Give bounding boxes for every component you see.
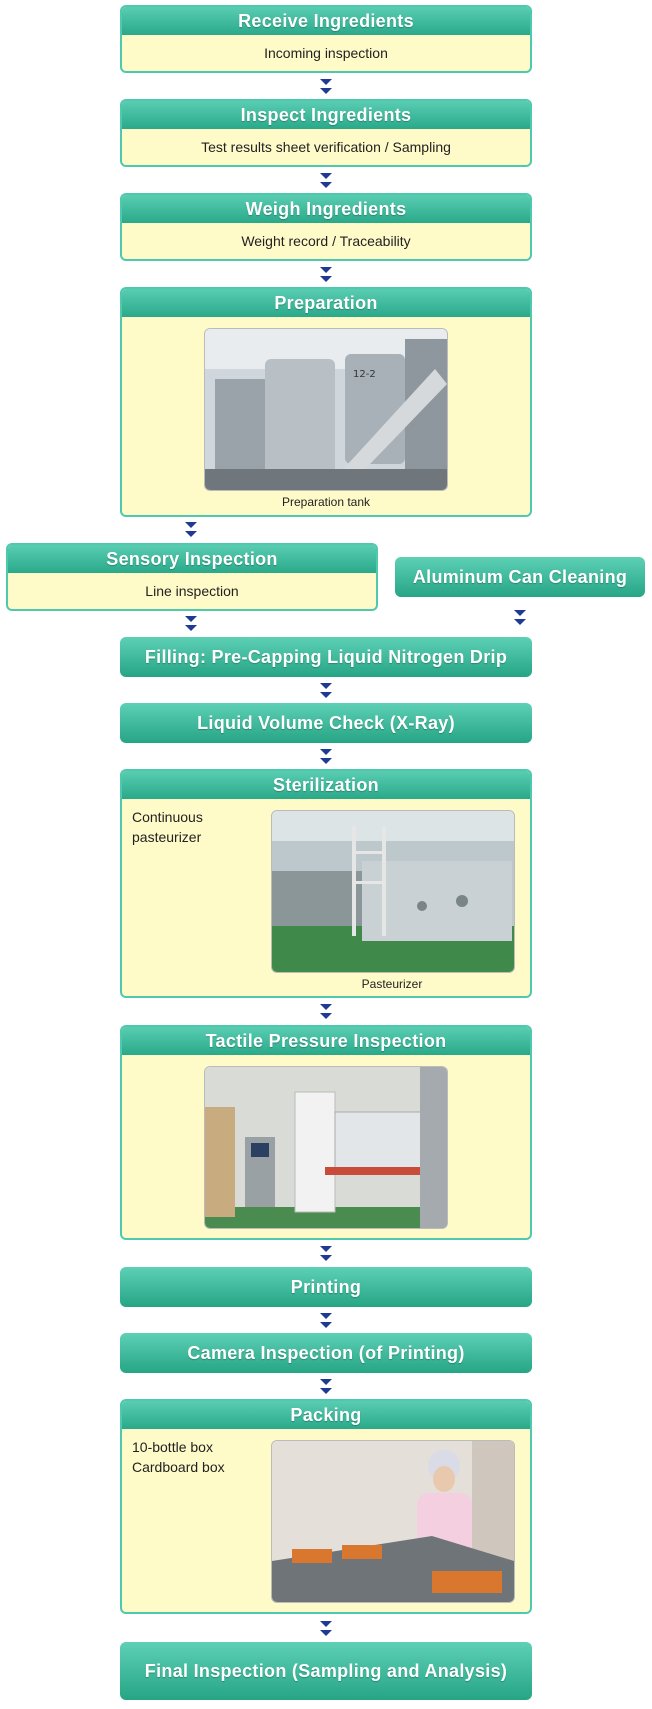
note-line: Continuous xyxy=(132,809,203,825)
step-title: Sensory Inspection xyxy=(8,545,376,573)
step-camera-inspection: Camera Inspection (of Printing) xyxy=(120,1333,532,1373)
step-sensory-inspection: Sensory Inspection Line inspection xyxy=(6,543,378,611)
step-detail: Line inspection xyxy=(145,583,239,599)
step-final-inspection: Final Inspection (Sampling and Analysis) xyxy=(120,1642,532,1700)
step-title: Packing xyxy=(122,1401,530,1429)
flow-arrow-icon xyxy=(319,172,333,190)
step-filling: Filling: Pre-Capping Liquid Nitrogen Dri… xyxy=(120,637,532,677)
tactile-inspection-photo xyxy=(204,1066,448,1229)
flow-arrow-icon xyxy=(319,1312,333,1330)
step-title: Weigh Ingredients xyxy=(122,195,530,223)
step-printing: Printing xyxy=(120,1267,532,1307)
note-line: Cardboard box xyxy=(132,1459,225,1475)
note-line: pasteurizer xyxy=(132,829,202,845)
step-note: Continuous pasteurizer xyxy=(132,807,203,847)
flow-arrow-icon xyxy=(319,682,333,700)
flow-arrow-icon xyxy=(319,1378,333,1396)
flow-arrow-icon xyxy=(319,748,333,766)
step-title: Tactile Pressure Inspection xyxy=(122,1027,530,1055)
step-aluminum-can-cleaning: Aluminum Can Cleaning xyxy=(395,557,645,597)
flow-arrow-icon xyxy=(184,521,198,539)
flow-arrow-icon xyxy=(319,1620,333,1638)
note-line: 10-bottle box xyxy=(132,1439,213,1455)
flow-arrow-icon xyxy=(319,266,333,284)
step-title: Sterilization xyxy=(122,771,530,799)
step-inspect-ingredients: Inspect Ingredients Test results sheet v… xyxy=(120,99,532,167)
flow-arrow-icon xyxy=(513,609,527,627)
step-receive-ingredients: Receive Ingredients Incoming inspection xyxy=(120,5,532,73)
step-detail: Incoming inspection xyxy=(264,45,388,61)
step-weigh-ingredients: Weigh Ingredients Weight record / Tracea… xyxy=(120,193,532,261)
photo-caption: Pasteurizer xyxy=(361,977,423,991)
step-liquid-volume-check: Liquid Volume Check (X-Ray) xyxy=(120,703,532,743)
step-detail: Weight record / Traceability xyxy=(241,233,411,249)
step-note: 10-bottle box Cardboard box xyxy=(132,1437,225,1477)
step-title: Receive Ingredients xyxy=(122,7,530,35)
preparation-tank-photo: 12-2 xyxy=(204,328,448,491)
flow-arrow-icon xyxy=(184,615,198,633)
flow-arrow-icon xyxy=(319,1245,333,1263)
step-detail: Test results sheet verification / Sampli… xyxy=(201,139,451,155)
step-title: Preparation xyxy=(122,289,530,317)
step-title: Inspect Ingredients xyxy=(122,101,530,129)
flow-arrow-icon xyxy=(319,1003,333,1021)
pasteurizer-photo xyxy=(271,810,515,973)
svg-text:12-2: 12-2 xyxy=(353,369,376,380)
photo-caption: Preparation tank xyxy=(281,495,371,509)
packing-photo xyxy=(271,1440,515,1603)
flow-arrow-icon xyxy=(319,78,333,96)
